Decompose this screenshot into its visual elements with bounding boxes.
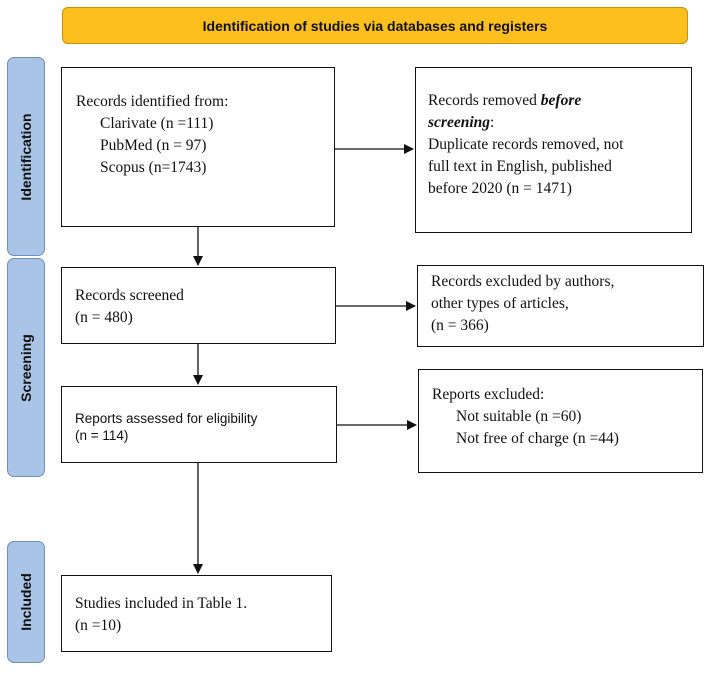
records-removed-box: Records removed before screening: Duplic… [415,67,692,233]
records-excluded-box: Records excluded by authors, other types… [417,265,704,347]
reports-excluded-box: Reports excluded: Not suitable (n =60) N… [418,369,703,473]
reports-assessed-line-1: Reports assessed for eligibility [75,411,258,426]
studies-included-line-1: Studies included in Table 1. [75,595,248,612]
phase-identification: Identification [7,57,45,256]
header-banner: Identification of studies via databases … [62,7,688,44]
studies-included-box: Studies included in Table 1. (n =10) [61,575,332,652]
records-identified-box: Records identified from: Clarivate (n =1… [61,67,335,227]
records-removed-line-5: before 2020 (n = 1471) [428,180,572,197]
phase-included: Included [7,541,45,663]
records-removed-line-3: Duplicate records removed, not [428,136,624,153]
records-screened-box: Records screened (n = 480) [61,267,336,344]
reports-excluded-not-suitable: Not suitable (n =60) [456,408,582,425]
header-title: Identification of studies via databases … [202,17,548,34]
source-clarivate: Clarivate (n =111) [100,115,214,132]
records-removed-emphasis-2: screening [428,114,490,131]
phase-screening-label: Screening [18,333,34,402]
records-removed-line-4: full text in English, published [428,158,612,175]
phase-screening: Screening [7,258,45,477]
records-excluded-count: (n = 366) [431,317,489,334]
reports-excluded-heading: Reports excluded: [432,386,545,403]
phase-included-label: Included [18,573,34,631]
source-scopus: Scopus (n=1743) [100,159,207,176]
source-pubmed: PubMed (n = 97) [100,137,207,154]
records-removed-prefix: Records removed [428,92,541,109]
records-removed-colon: : [490,114,495,131]
records-identified-heading: Records identified from: [76,93,229,110]
studies-included-count: (n =10) [75,617,122,634]
records-screened-count: (n = 480) [75,309,133,326]
reports-assessed-count: (n = 114) [75,428,129,443]
records-excluded-line-1: Records excluded by authors, [431,273,615,290]
reports-assessed-box: Reports assessed for eligibility (n = 11… [61,386,337,463]
reports-excluded-not-free: Not free of charge (n =44) [456,430,619,447]
records-removed-emphasis: before [540,92,582,109]
records-screened-line-1: Records screened [75,287,184,304]
records-excluded-line-2: other types of articles, [431,295,569,312]
phase-identification-label: Identification [18,112,34,201]
